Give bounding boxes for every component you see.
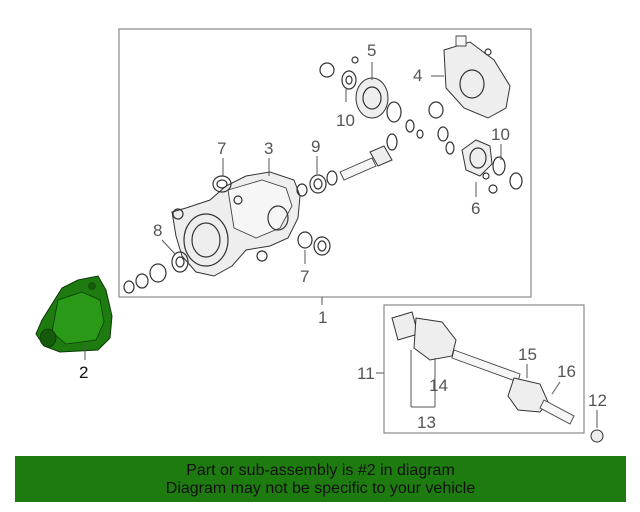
notice-line-2: Diagram may not be specific to your vehi…: [165, 480, 476, 497]
differential-housing-drawing: [171, 171, 301, 277]
pinion-shaft-drawing: [296, 133, 398, 197]
callout-4: 4: [413, 66, 422, 85]
callout-15: 15: [518, 345, 537, 364]
axle-shaft-frame: [383, 304, 585, 434]
callout-16: 16: [557, 362, 576, 381]
parts-diagram: 5 10 4 7 3 9 10 6 8 7 1 2 11 14 13 15 16…: [35, 28, 607, 443]
callout-12: 12: [588, 391, 607, 410]
callout-8: 8: [153, 221, 162, 240]
callout-3: 3: [264, 139, 273, 158]
callout-9: 9: [311, 137, 320, 156]
callout-1: 1: [318, 308, 327, 327]
callout-6: 6: [471, 199, 480, 218]
bearing-set-drawing: [123, 250, 268, 294]
differential-case-drawing: [437, 126, 523, 194]
seal-drawing: [212, 175, 331, 256]
callout-10-right: 10: [491, 125, 510, 144]
callout-7-upper: 7: [217, 139, 226, 158]
callout-2: 2: [79, 363, 88, 382]
axle-shaft-drawing: [391, 311, 604, 443]
callout-13: 13: [417, 413, 436, 432]
callout-14: 14: [429, 376, 448, 395]
leader-lines: [84, 62, 598, 428]
notice-line-1: Part or sub-assembly is #2 in diagram: [186, 462, 455, 479]
callout-10-top: 10: [336, 111, 355, 130]
differential-assembly-frame: [118, 28, 532, 298]
vehicle-fit-notice: Part or sub-assembly is #2 in diagram Di…: [15, 456, 626, 502]
callout-7-lower: 7: [300, 267, 309, 286]
rear-cover-drawing: [443, 35, 511, 119]
callout-5: 5: [367, 41, 376, 60]
ring-gear-drawing: [319, 56, 444, 139]
callout-11: 11: [357, 364, 375, 383]
highlighted-part-2: [35, 275, 113, 353]
